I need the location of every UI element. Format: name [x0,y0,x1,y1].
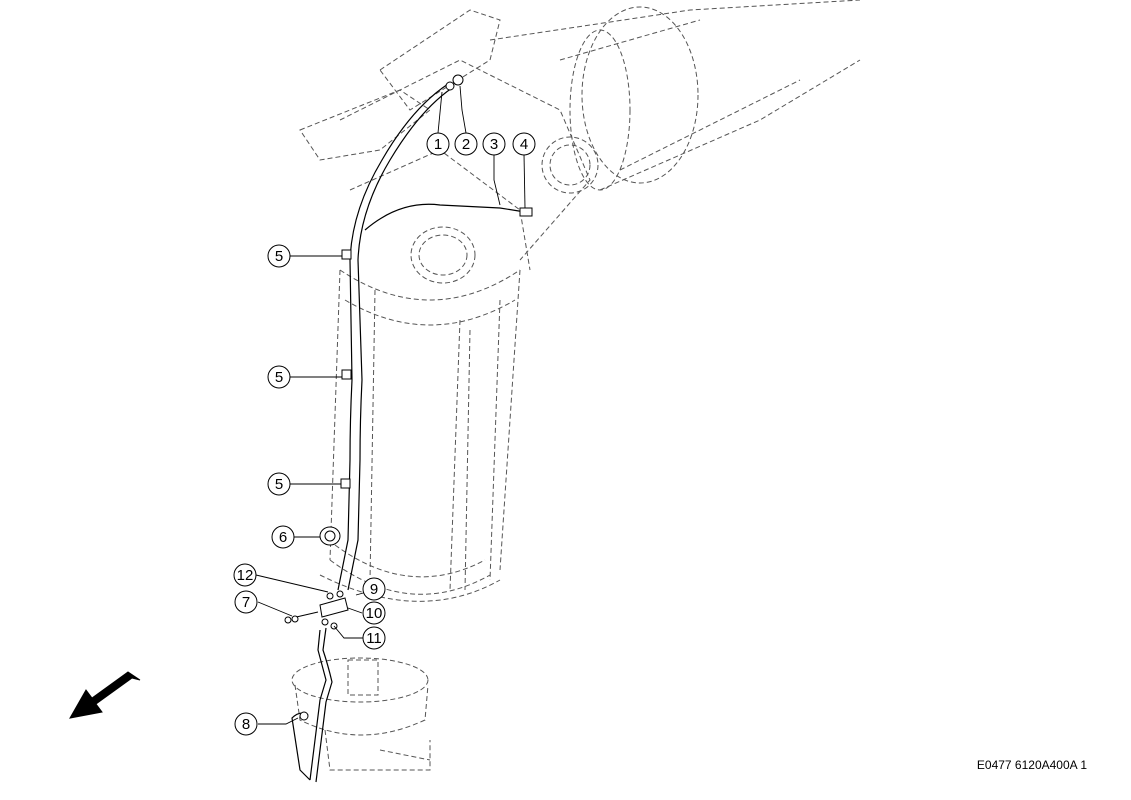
callout-10: 10 [362,601,386,625]
svg-text:12: 12 [237,567,254,584]
callout-8: 8 [234,712,258,736]
svg-text:5: 5 [275,248,283,265]
callout-12: 12 [233,563,257,587]
callout-5-upper: 5 [267,244,291,268]
svg-text:7: 7 [242,594,250,611]
svg-text:8: 8 [242,716,250,733]
callout-2: 2 [454,132,478,156]
svg-text:4: 4 [520,136,528,153]
svg-text:11: 11 [366,630,382,647]
callout-11: 11 [362,626,386,650]
callout-5-lower: 5 [267,472,291,496]
arrow-icon [69,671,141,719]
callout-3: 3 [482,132,506,156]
svg-text:1: 1 [434,136,442,153]
callout-4: 4 [512,132,536,156]
leader-lines [255,85,526,725]
boom-structure-phantom [291,0,861,771]
callout-1: 1 [426,132,450,156]
svg-text:3: 3 [490,136,498,153]
drawing-code: E0477 6120A400A 1 [976,758,1087,772]
callout-9: 9 [362,577,386,601]
svg-text:2: 2 [462,136,470,153]
svg-text:6: 6 [279,529,287,546]
svg-text:5: 5 [275,476,283,493]
callout-7: 7 [234,590,258,614]
svg-text:10: 10 [366,605,383,622]
callout-5-middle: 5 [267,365,291,389]
svg-text:5: 5 [275,369,283,386]
callout-6: 6 [271,525,295,549]
fittings [284,74,533,721]
grease-lines [291,83,526,783]
svg-text:9: 9 [370,581,378,598]
